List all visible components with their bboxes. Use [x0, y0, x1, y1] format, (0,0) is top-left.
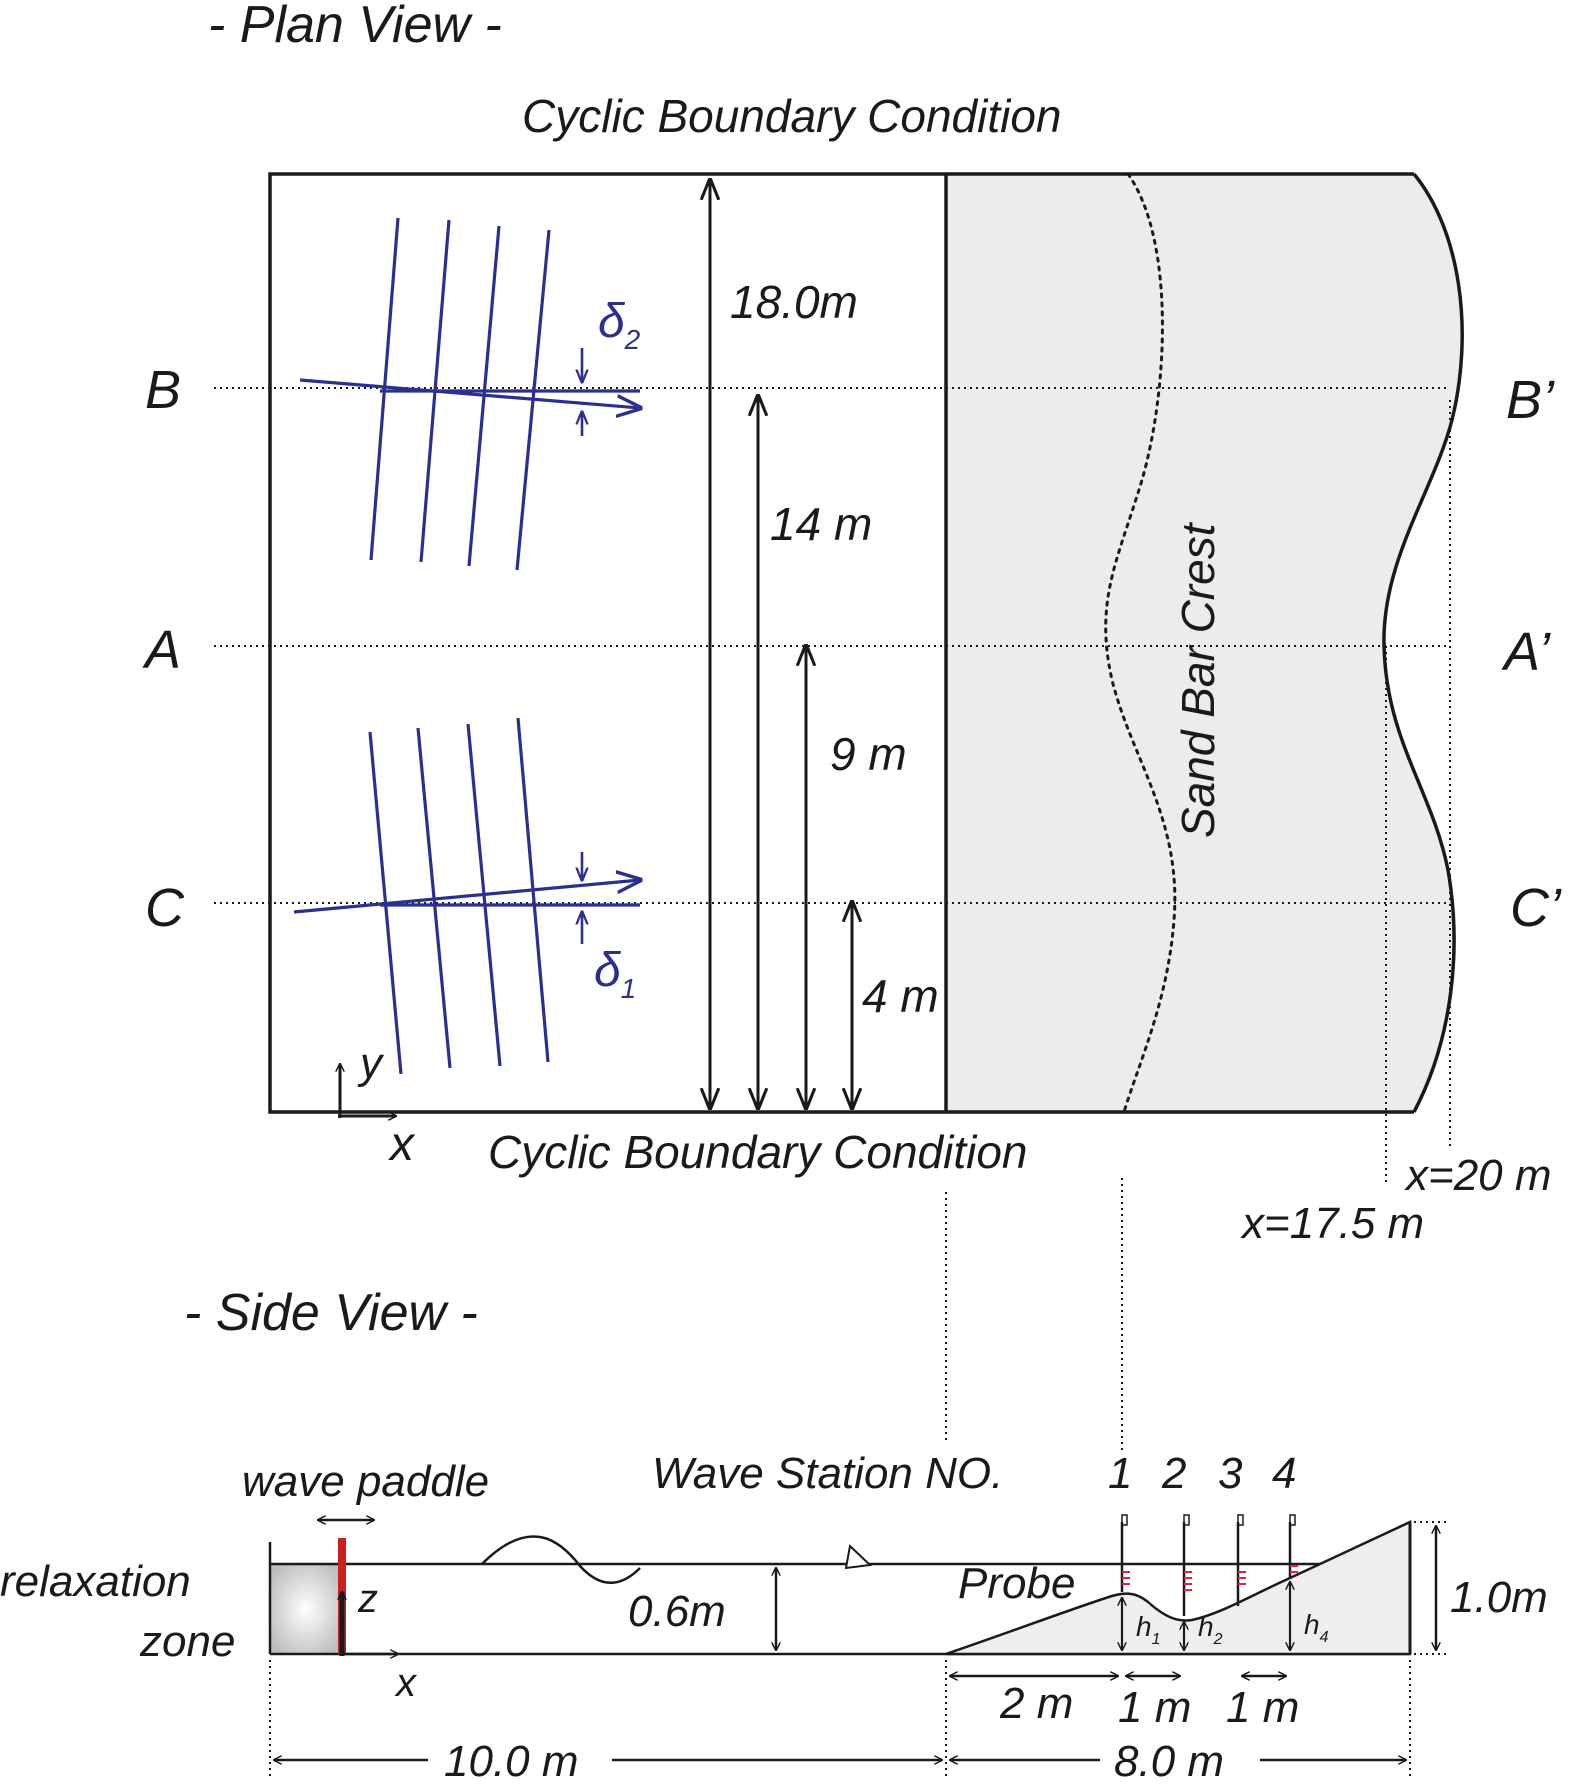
dim-label-4m: 4 m — [862, 970, 939, 1022]
plan-axis-x-label: x — [388, 1118, 416, 1171]
station-number-3: 3 — [1218, 1449, 1243, 1498]
delta2-symbol: δ2 — [598, 295, 641, 355]
height-label: 1.0m — [1450, 1573, 1548, 1622]
domain-border — [268, 172, 1414, 1114]
depth-label: 0.6m — [628, 1587, 726, 1636]
boundary-condition-bottom: Cyclic Boundary Condition — [488, 1126, 1028, 1178]
dim-label-1m-b: 1 m — [1226, 1683, 1299, 1732]
h4-label: h4 — [1304, 1609, 1329, 1646]
dim-label-2m: 2 m — [999, 1679, 1073, 1728]
dim-label-18m: 18.0m — [730, 276, 858, 328]
delta1-symbol: δ1 — [594, 944, 636, 1004]
section-label-a-prime: A’ — [1501, 622, 1551, 682]
probe-label: Probe — [958, 1559, 1075, 1608]
sand-bar-crest-line — [1104, 172, 1177, 1114]
relaxation-label-line2: zone — [139, 1617, 235, 1666]
dim-label-14m: 14 m — [770, 498, 872, 550]
dim-label-1m-a: 1 m — [1118, 1683, 1191, 1732]
section-label-c-prime: C’ — [1510, 878, 1562, 938]
station-number-2: 2 — [1161, 1449, 1186, 1498]
relaxation-label-line1: relaxation — [0, 1557, 191, 1606]
x175-label: x=17.5 m — [1240, 1199, 1424, 1248]
wave-ray-upper-oblique — [299, 378, 640, 408]
probe-1 — [1120, 1514, 1130, 1592]
boundary-condition-top: Cyclic Boundary Condition — [522, 90, 1062, 142]
length-label-10m: 10.0 m — [444, 1737, 579, 1780]
side-view-heading: - Side View - — [184, 1284, 478, 1342]
section-label-a: A — [142, 620, 181, 680]
wave-paddle-label: wave paddle — [242, 1457, 489, 1506]
x20-label: x=20 m — [1404, 1151, 1552, 1200]
wave-profile — [481, 1535, 641, 1584]
probe-4 — [1288, 1514, 1298, 1578]
water-level-marker — [844, 1544, 873, 1570]
probe-3 — [1236, 1514, 1246, 1606]
h2-label: h2 — [1198, 1611, 1223, 1648]
station-number-1: 1 — [1108, 1449, 1132, 1498]
length-label-8m: 8.0 m — [1114, 1737, 1224, 1780]
section-label-b-prime: B’ — [1506, 370, 1555, 430]
plan-view-heading: - Plan View - — [208, 0, 502, 54]
wave-ray-lower-oblique — [293, 880, 640, 914]
sand-region — [946, 174, 1463, 1112]
side-axis-x-label: x — [394, 1661, 418, 1705]
wave-station-label: Wave Station NO. — [652, 1449, 1003, 1498]
wave-probes — [1120, 1514, 1298, 1616]
probe-2 — [1182, 1514, 1192, 1616]
relaxation-zone-box — [270, 1564, 342, 1654]
length-label-10m-bg — [428, 1742, 612, 1778]
section-label-b: B — [145, 360, 181, 420]
side-axis-z-label: z — [357, 1577, 378, 1621]
dim-label-9m: 9 m — [830, 728, 907, 780]
shoreline-curve — [1382, 172, 1464, 1113]
station-number-4: 4 — [1272, 1449, 1296, 1498]
plan-axis-y-label: y — [357, 1039, 385, 1088]
length-label-8m-bg — [1100, 1742, 1260, 1778]
section-label-c: C — [145, 878, 185, 938]
h1-label: h1 — [1136, 1611, 1160, 1648]
sand-bar-crest-label: Sand Bar Crest — [1172, 521, 1224, 838]
